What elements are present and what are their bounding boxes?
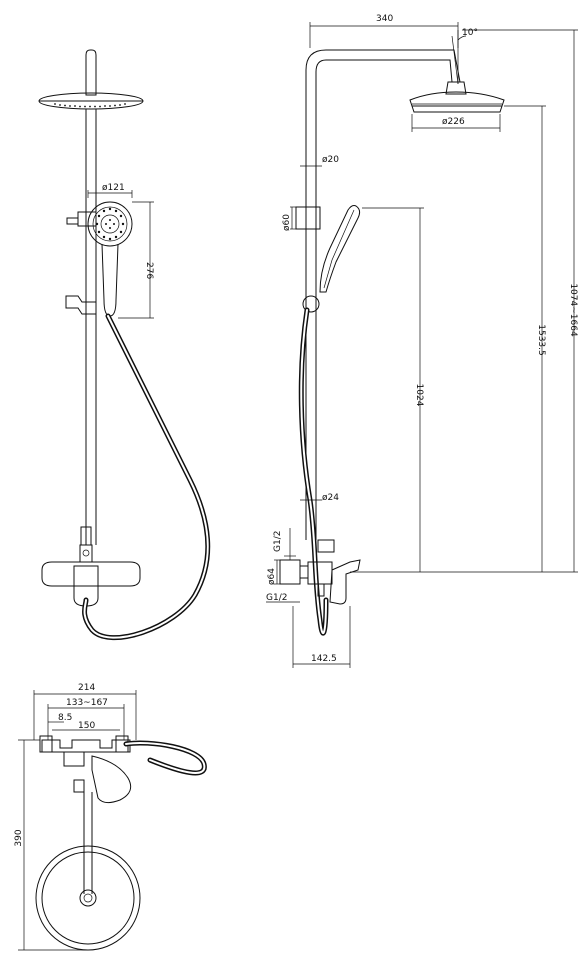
front-view: ø121 276 bbox=[38, 49, 211, 641]
dim-arm-length: 340 bbox=[376, 14, 393, 24]
head-ball-joint bbox=[445, 81, 467, 95]
mixer-outlet-plan bbox=[63, 751, 85, 767]
hand-shower-holder-side bbox=[295, 206, 321, 230]
dim-thread-bottom: G1/2 bbox=[266, 593, 287, 603]
wall-flange-side bbox=[279, 559, 301, 585]
dim-height-range: 1074~1664 bbox=[568, 283, 578, 337]
mixer-body-front bbox=[41, 561, 141, 587]
dim-offset: 8.5 bbox=[58, 713, 72, 723]
side-view: ø226 340 10° ø20 ø60 1024 1533.5 bbox=[266, 14, 578, 668]
slider-knob-side bbox=[302, 295, 320, 313]
dim-thread-top: G1/2 bbox=[273, 531, 283, 552]
shower-arm-outer bbox=[305, 49, 461, 540]
dim-mixer-width: 214 bbox=[78, 683, 95, 693]
hand-shower-nozzles bbox=[95, 207, 125, 241]
mixer-body-side bbox=[307, 561, 333, 585]
riser-connector-side bbox=[317, 539, 335, 553]
sliding-holder bbox=[65, 295, 97, 315]
shower-arm-inner bbox=[315, 59, 453, 540]
dim-mixer-diameter: ø64 bbox=[267, 568, 277, 585]
dim-pipe-lower: ø24 bbox=[322, 493, 339, 503]
dim-center-range: 133~167 bbox=[66, 698, 108, 708]
mixer-body-plan bbox=[41, 739, 131, 753]
mixer-lever-plan bbox=[91, 755, 132, 804]
mixer-top-outlet bbox=[79, 544, 93, 563]
dim-holder-diameter: ø60 bbox=[282, 214, 292, 231]
dim-hand-shower-diameter: ø121 bbox=[102, 183, 125, 193]
dim-total-height-fixed: 1533.5 bbox=[536, 324, 546, 356]
dim-center-150: 150 bbox=[78, 721, 95, 731]
hose-plan bbox=[123, 740, 207, 776]
dim-outlet-height: 1024 bbox=[414, 384, 424, 407]
hand-shower-face bbox=[87, 201, 133, 247]
dim-head-angle: 10° bbox=[462, 28, 478, 38]
riser-top bbox=[85, 49, 97, 96]
dim-plan-depth: 390 bbox=[14, 829, 24, 846]
plan-view: 214 133~167 8.5 150 390 bbox=[14, 683, 207, 951]
dim-head-diameter: ø226 bbox=[442, 117, 465, 127]
overhead-head-plan-inner bbox=[41, 851, 135, 945]
hand-shower-side bbox=[319, 205, 361, 293]
hand-shower-handle bbox=[101, 243, 119, 317]
overhead-shower-head-side bbox=[409, 91, 505, 113]
dim-hand-shower-length: 276 bbox=[144, 262, 154, 279]
dim-mixer-depth: 142.5 bbox=[311, 654, 337, 664]
dim-pipe-upper: ø20 bbox=[322, 155, 339, 165]
head-nozzles bbox=[54, 103, 126, 108]
overhead-head-plan-outer bbox=[35, 845, 141, 951]
mixer-lever-side bbox=[329, 559, 361, 605]
